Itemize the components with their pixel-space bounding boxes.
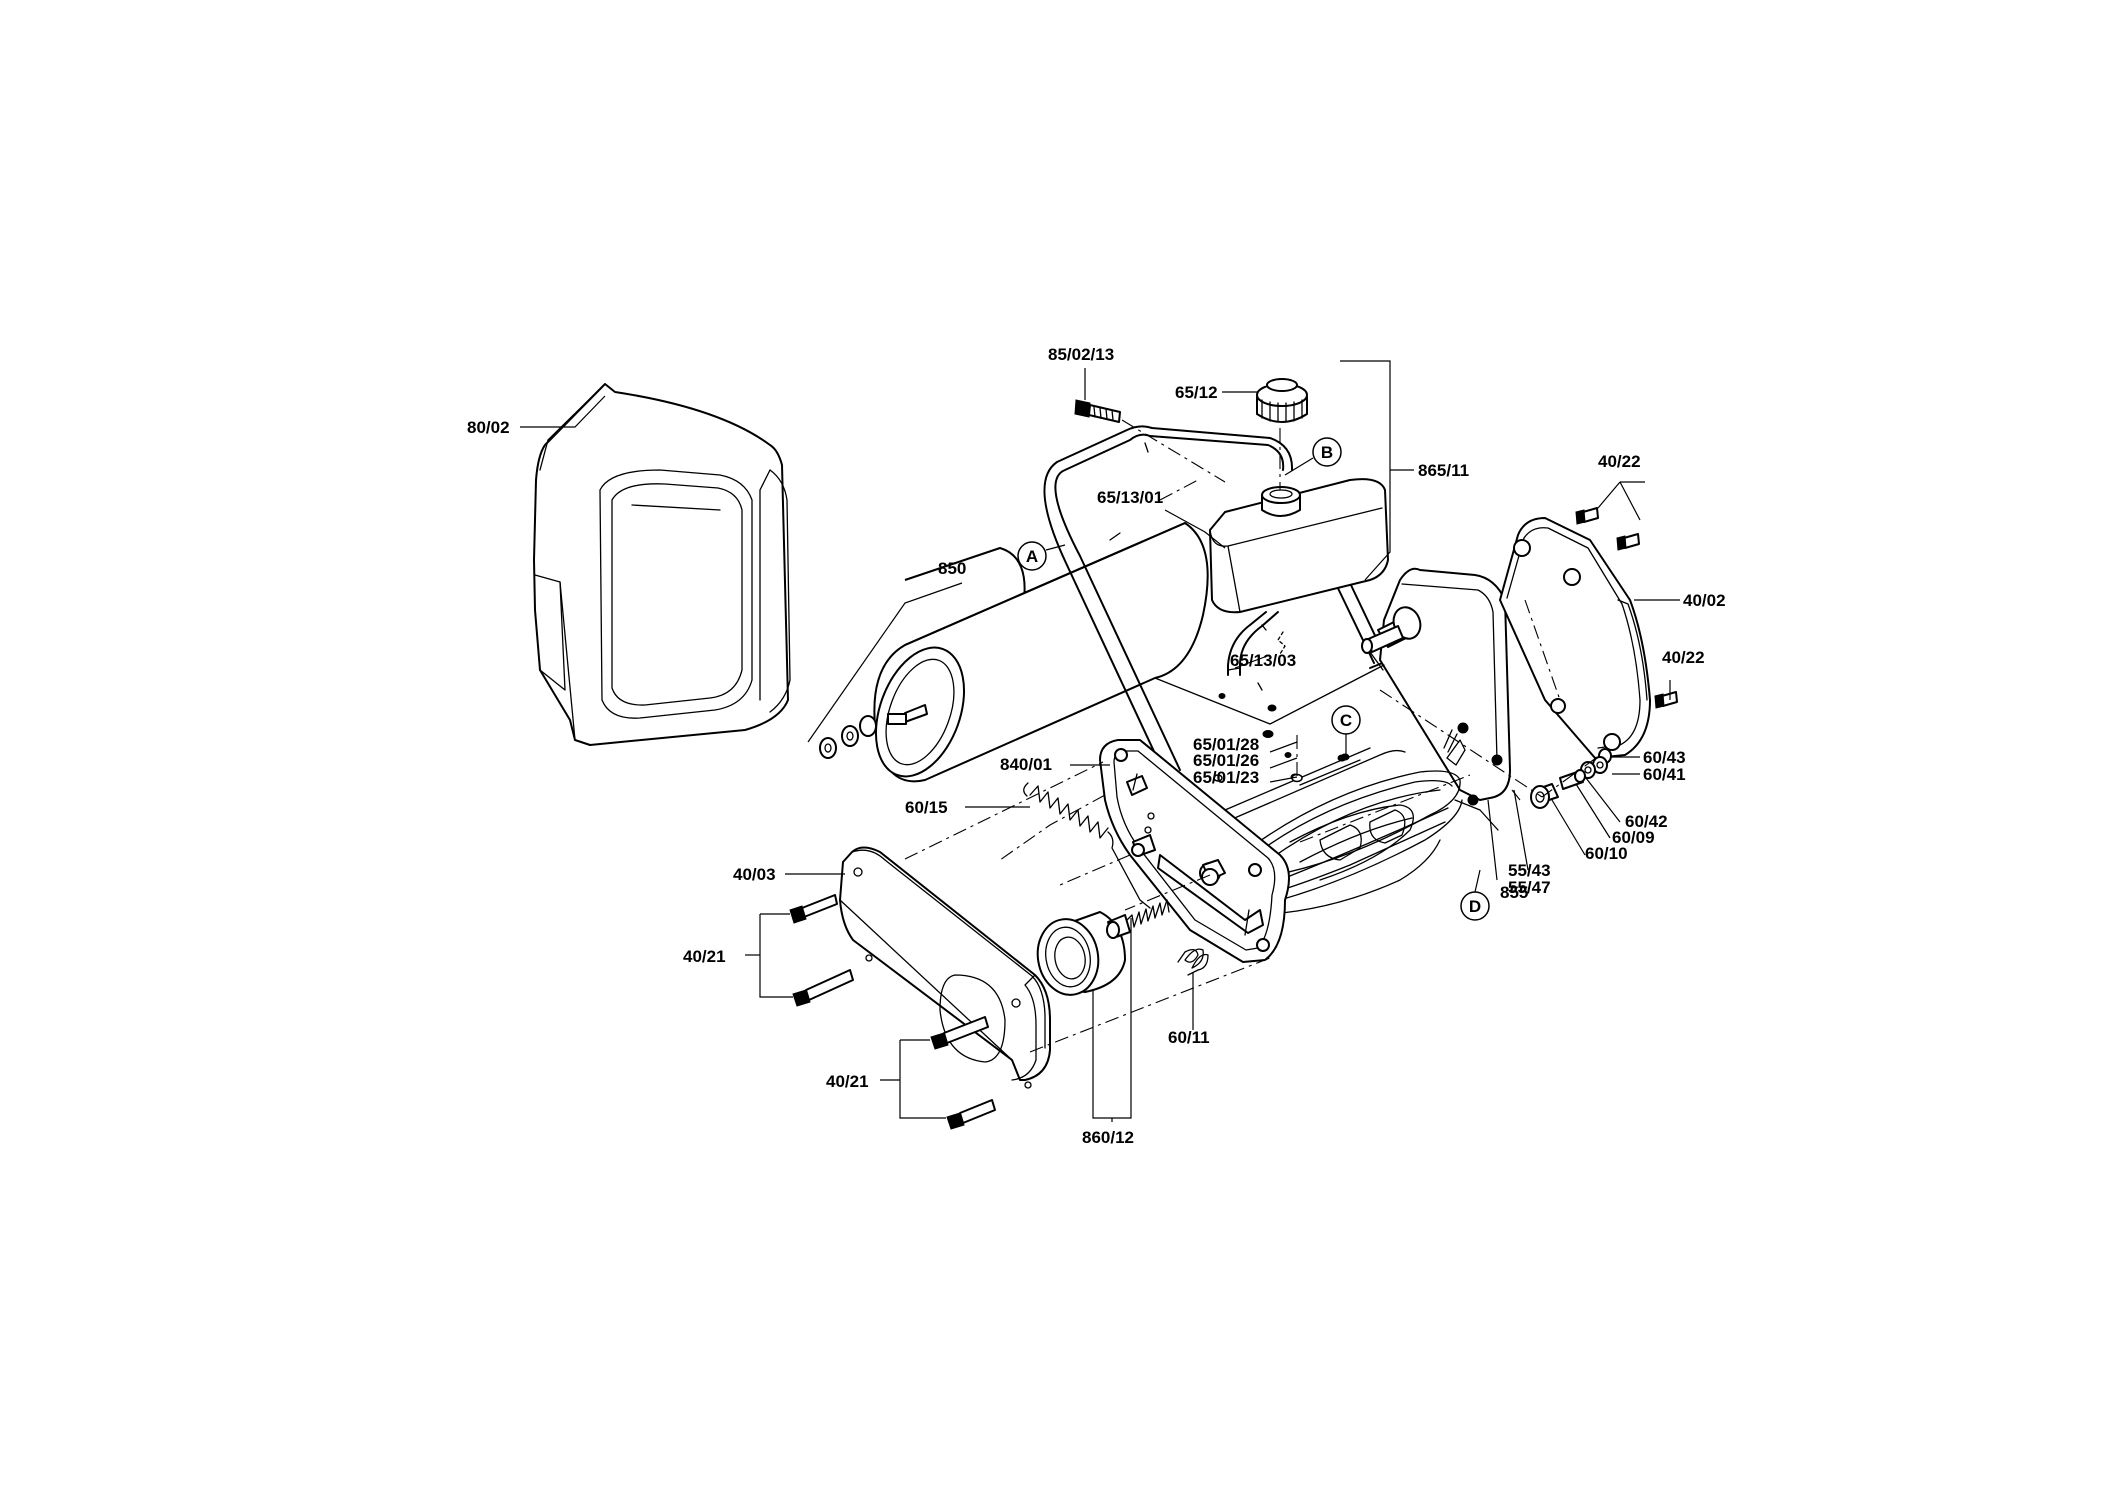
label-60-41: 60/41 — [1643, 765, 1686, 784]
label-65-01-28: 65/01/28 — [1193, 735, 1259, 754]
label-60-42: 60/42 — [1625, 812, 1668, 831]
bearing-housing — [1036, 899, 1170, 996]
label-60-10: 60/10 — [1585, 844, 1628, 863]
left-chassis-plate — [1099, 739, 1290, 963]
side-cover-right — [1499, 507, 1678, 809]
label-865-11: 865/11 — [1418, 461, 1469, 480]
label-55-47: 55/47 — [1508, 878, 1551, 897]
torsion-spring — [1177, 948, 1209, 976]
callout-c-label: C — [1340, 711, 1352, 730]
callout-c: C — [1331, 705, 1361, 755]
label-80-02: 80/02 — [467, 418, 510, 437]
fuel-tank — [1209, 378, 1389, 676]
label-40-21-left: 40/21 — [683, 947, 726, 966]
label-60-43: 60/43 — [1643, 748, 1686, 767]
rear-roller — [819, 522, 1209, 783]
label-40-22-top: 40/22 — [1598, 452, 1641, 471]
label-60-09: 60/09 — [1612, 828, 1655, 847]
assembly-lines — [904, 479, 1597, 1053]
label-55-43: 55/43 — [1508, 861, 1551, 880]
label-65-01-23: 65/01/23 — [1193, 768, 1259, 787]
label-850: 850 — [938, 559, 966, 578]
screw-85-02-13 — [1074, 399, 1226, 483]
callout-a: A — [1017, 541, 1066, 571]
front-side-cover — [789, 846, 1051, 1130]
label-40-02: 40/02 — [1683, 591, 1726, 610]
label-40-03: 40/03 — [733, 865, 776, 884]
callout-d-label: D — [1469, 897, 1481, 916]
callout-a-label: A — [1026, 547, 1038, 566]
label-860-12: 860/12 — [1082, 1128, 1134, 1147]
callout-d: D — [1460, 869, 1490, 921]
label-855: 855 — [1500, 883, 1528, 902]
label-840-01: 840/01 — [1000, 755, 1052, 774]
label-65-13-01: 65/13/01 — [1097, 488, 1163, 507]
bottom-washers — [1262, 730, 1347, 783]
label-65-12: 65/12 — [1175, 383, 1218, 402]
tension-spring — [1023, 782, 1151, 909]
label-60-11: 60/11 — [1168, 1028, 1210, 1047]
callout-b: B — [1284, 437, 1342, 476]
part-labels: 85/02/13 65/12 865/11 80/02 65/13/01 40/… — [467, 345, 1726, 1147]
callout-b-label: B — [1321, 443, 1333, 462]
leader-lines — [520, 360, 1680, 1122]
grass-box — [533, 383, 791, 746]
label-85-02-13: 85/02/13 — [1048, 345, 1114, 364]
label-40-22-right: 40/22 — [1662, 648, 1705, 667]
label-40-21-bottom: 40/21 — [826, 1072, 869, 1091]
label-65-01-26: 65/01/26 — [1193, 751, 1259, 770]
label-65-13-03: 65/13/03 — [1230, 651, 1296, 670]
label-60-15: 60/15 — [905, 798, 948, 817]
